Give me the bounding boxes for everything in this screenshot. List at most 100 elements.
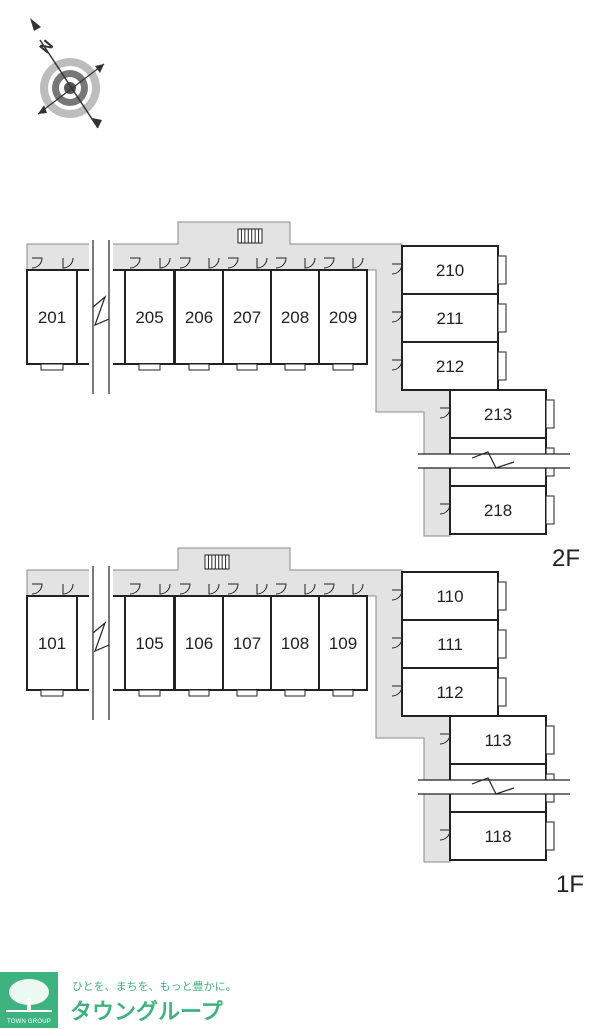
door-icon bbox=[62, 583, 74, 595]
balcony bbox=[545, 725, 555, 755]
balcony bbox=[545, 495, 555, 525]
room-label-206: 206 bbox=[185, 308, 213, 327]
balcony bbox=[497, 581, 507, 611]
balcony bbox=[497, 303, 507, 333]
balcony bbox=[545, 821, 555, 851]
door-icon bbox=[179, 257, 191, 269]
window bbox=[188, 689, 210, 697]
room-212 bbox=[401, 341, 499, 391]
door-icon bbox=[208, 257, 220, 269]
room-213 bbox=[449, 389, 547, 439]
window bbox=[138, 363, 161, 371]
window bbox=[236, 689, 258, 697]
door-icon bbox=[391, 263, 403, 275]
window bbox=[332, 689, 354, 697]
door-icon bbox=[391, 589, 403, 601]
room-label-212: 212 bbox=[436, 357, 464, 376]
room-201 bbox=[26, 269, 78, 365]
room-label-209: 209 bbox=[329, 308, 357, 327]
room-209 bbox=[318, 269, 368, 365]
door-icon bbox=[439, 733, 451, 745]
balcony bbox=[497, 629, 507, 659]
window bbox=[138, 689, 161, 697]
stairs-icon bbox=[204, 554, 230, 570]
room-label-105: 105 bbox=[135, 634, 163, 653]
door-icon bbox=[439, 829, 451, 841]
door-icon bbox=[159, 257, 171, 269]
break-line-icon bbox=[418, 451, 570, 469]
door-icon bbox=[304, 583, 316, 595]
room-112 bbox=[401, 667, 499, 717]
door-icon bbox=[227, 257, 239, 269]
room-label-113: 113 bbox=[484, 731, 511, 750]
room-label-111: 111 bbox=[437, 635, 463, 654]
door-icon bbox=[439, 407, 451, 419]
balcony bbox=[497, 677, 507, 707]
room-label-208: 208 bbox=[281, 308, 309, 327]
balcony bbox=[497, 351, 507, 381]
room-208 bbox=[270, 269, 320, 365]
brand-slogan: ひとを、まちを、もっと豊かに。 bbox=[72, 981, 237, 993]
logo-mark-text: TOWN GROUP bbox=[7, 1019, 51, 1025]
door-icon bbox=[31, 583, 43, 595]
window bbox=[284, 363, 306, 371]
door-icon bbox=[129, 257, 141, 269]
room-101 bbox=[26, 595, 78, 691]
room-205 bbox=[124, 269, 175, 365]
room-211 bbox=[401, 293, 499, 343]
door-icon bbox=[352, 257, 364, 269]
door-icon bbox=[275, 583, 287, 595]
door-icon bbox=[391, 359, 403, 371]
door-icon bbox=[391, 637, 403, 649]
door-icon bbox=[129, 583, 141, 595]
room-label-106: 106 bbox=[185, 634, 213, 653]
room-label-213: 213 bbox=[484, 405, 512, 424]
window bbox=[284, 689, 306, 697]
window bbox=[188, 363, 210, 371]
door-icon bbox=[31, 257, 43, 269]
floor-2f: 201 205 206 207 208 209 210 211 212 213 218 2F bbox=[26, 221, 580, 572]
door-icon bbox=[256, 583, 268, 595]
door-icon bbox=[352, 583, 364, 595]
room-label-210: 210 bbox=[436, 261, 464, 280]
window bbox=[236, 363, 258, 371]
room-109 bbox=[318, 595, 368, 691]
room-label-107: 107 bbox=[233, 634, 261, 653]
room-label-207: 207 bbox=[233, 308, 261, 327]
break-line-icon bbox=[418, 777, 570, 795]
room-label-218: 218 bbox=[484, 501, 512, 520]
room-label-109: 109 bbox=[329, 634, 357, 653]
window bbox=[40, 363, 64, 371]
door-icon bbox=[304, 257, 316, 269]
door-icon bbox=[62, 257, 74, 269]
brand-footer: TOWN GROUP ひとを、まちを、もっと豊かに。 タウングループ bbox=[0, 972, 260, 1028]
door-icon bbox=[323, 583, 335, 595]
room-label-205: 205 bbox=[135, 308, 163, 327]
stairs-icon bbox=[237, 228, 263, 244]
door-icon bbox=[275, 257, 287, 269]
floor-label-2F: 2F bbox=[552, 545, 580, 572]
town-group-logo-icon: TOWN GROUP bbox=[0, 972, 58, 1028]
room-label-108: 108 bbox=[281, 634, 309, 653]
room-210 bbox=[401, 245, 499, 295]
room-label-211: 211 bbox=[436, 309, 463, 328]
room-label-110: 110 bbox=[436, 587, 463, 606]
room-108 bbox=[270, 595, 320, 691]
door-icon bbox=[439, 503, 451, 515]
balcony bbox=[545, 399, 555, 429]
window bbox=[40, 689, 64, 697]
door-icon bbox=[179, 583, 191, 595]
brand-name: タウングループ bbox=[70, 999, 223, 1024]
room-118 bbox=[449, 811, 547, 861]
room-label-101: 101 bbox=[38, 634, 66, 653]
window bbox=[332, 363, 354, 371]
door-icon bbox=[391, 311, 403, 323]
break-line-icon bbox=[89, 240, 113, 394]
floor-label-1F: 1F bbox=[556, 871, 584, 898]
door-icon bbox=[208, 583, 220, 595]
door-icon bbox=[323, 257, 335, 269]
door-icon bbox=[227, 583, 239, 595]
room-label-201: 201 bbox=[38, 308, 66, 327]
